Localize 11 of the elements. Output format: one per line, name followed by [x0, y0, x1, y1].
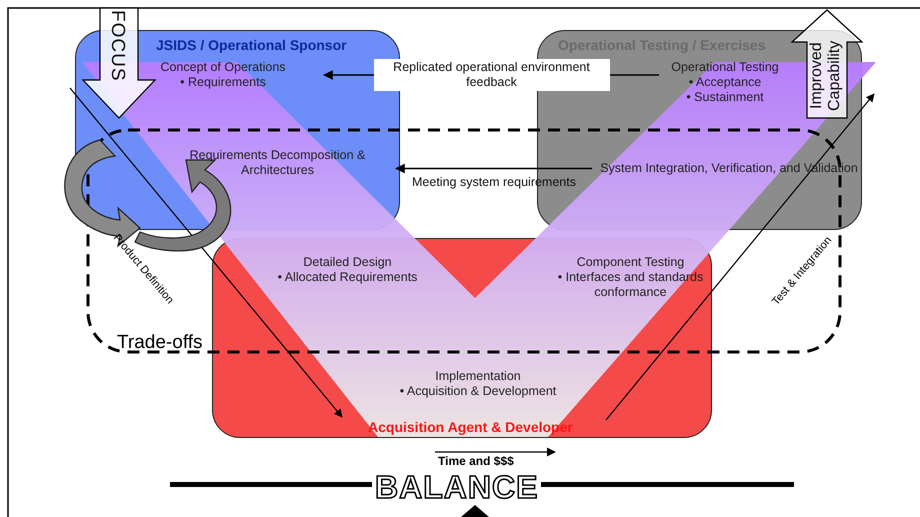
region-label: Trade-offs: [117, 332, 203, 354]
axis-label: Time and $$$: [438, 454, 514, 468]
arrow-label: Improved Capability: [808, 40, 844, 114]
arrow-label: FOCUS: [106, 10, 128, 82]
edge-label: Replicated operational environment feedback: [374, 59, 610, 91]
arrow: [395, 164, 592, 174]
stage-text: Concept of Operations • Requirements: [128, 60, 318, 90]
stage-text: Requirements Decomposition & Architectures: [165, 148, 390, 178]
panel-heading: JSIDS / Operational Sponsor: [156, 37, 347, 53]
stage-text: Detailed Design • Allocated Requirements: [255, 255, 440, 285]
stage-text: Implementation • Acquisition & Development: [378, 369, 578, 399]
